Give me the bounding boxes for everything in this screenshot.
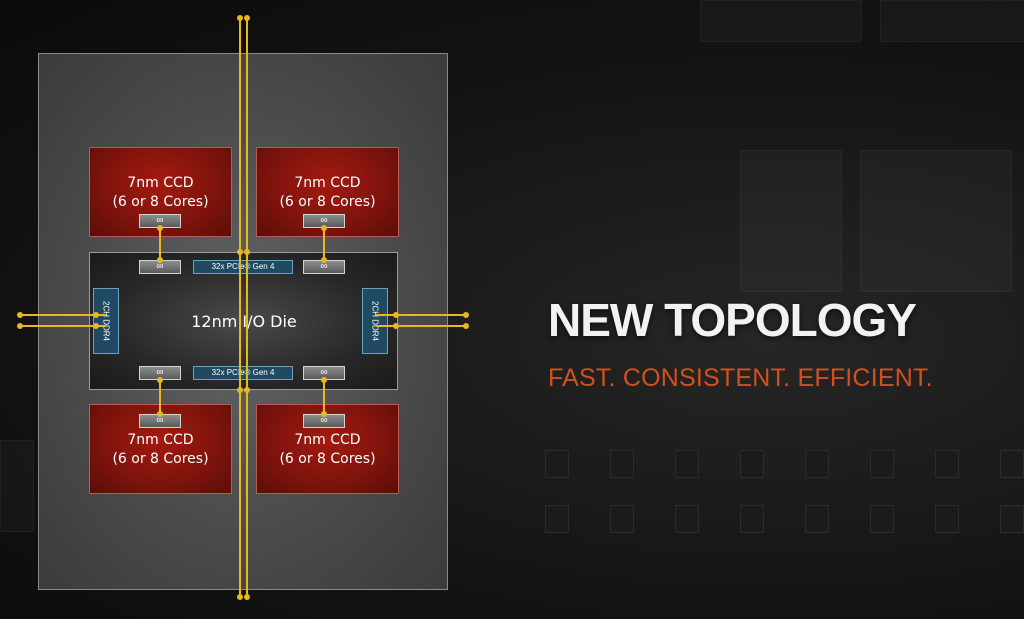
ccd-cores-label: (6 or 8 Cores) [112, 194, 209, 210]
wire-endpoints [17, 15, 469, 600]
ccd-label: 7nm CCD [127, 432, 194, 448]
slide-title: NEW TOPOLOGY [548, 294, 917, 346]
pcie-interface-top: 32x PCIe® Gen 4 [193, 260, 293, 274]
ccd-label: 7nm CCD [294, 432, 361, 448]
slide-subtitle: FAST. CONSISTENT. EFFICIENT. [548, 364, 933, 392]
io-die-label: 12nm I/O Die [191, 312, 297, 331]
ccd-top-right: 7nm CCD (6 or 8 Cores) [256, 147, 399, 237]
pcie-interface-bottom: 32x PCIe® Gen 4 [193, 366, 293, 380]
ddr4-interface-right: 2CH DDR4 [362, 288, 388, 354]
ccd-label: 7nm CCD [294, 175, 361, 191]
ddr4-interface-left: 2CH DDR4 [93, 288, 119, 354]
ccd-cores-label: (6 or 8 Cores) [112, 451, 209, 467]
ccd-cores-label: (6 or 8 Cores) [279, 194, 376, 210]
ccd-cores-label: (6 or 8 Cores) [279, 451, 376, 467]
ccd-label: 7nm CCD [127, 175, 194, 191]
